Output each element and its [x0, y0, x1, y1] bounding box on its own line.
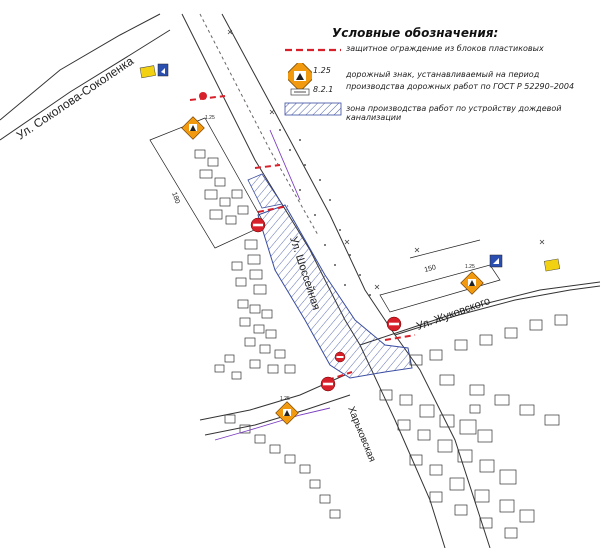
- dimension-frame-west: [149, 117, 266, 249]
- work-zone-strip: [247, 173, 283, 209]
- cross-marks: [227, 29, 545, 290]
- legend-zone-text: зона производства работ по устройству до…: [346, 104, 562, 122]
- street-label-zhukovskogo: Ул. Жуковского: [415, 295, 492, 333]
- legend-sign-code-top: 1.25: [313, 66, 331, 75]
- roadwork-sign-3-icon: [275, 401, 299, 425]
- roadwork-sign-2-icon: [460, 271, 484, 295]
- legend-zone-icon: [284, 102, 342, 116]
- no-entry-sign-1-icon: [250, 217, 266, 233]
- utility-lines: [214, 129, 331, 441]
- roadwork-sign-1-label: 1.25: [205, 115, 215, 121]
- work-zone-area: [257, 204, 413, 379]
- roadwork-sign-2-label: 1.25: [465, 264, 475, 270]
- dimension-frame-east: [379, 239, 501, 313]
- roadwork-sign-1-icon: [181, 116, 205, 140]
- legend-barrier-icon: [285, 48, 341, 52]
- buildings-south-east: [379, 374, 560, 539]
- legend-sign-text: дорожный знак, устанавливаемый на период…: [346, 70, 575, 91]
- roadwork-sign-3-label: 1.25: [280, 396, 290, 402]
- dimension-label-180: 180: [170, 191, 181, 204]
- no-entry-sign-3-icon: [320, 376, 336, 392]
- buildings-west: [194, 149, 296, 380]
- no-entry-sign-2-icon: [386, 316, 402, 332]
- info-sign-ne-icon: [489, 254, 561, 272]
- street-label-sokolova: Ул. Соколова-Соколенка: [14, 54, 136, 143]
- info-sign-nw-icon: [139, 63, 169, 79]
- street-label-kharkovskaya: Харьковская: [345, 405, 377, 464]
- legend-sign-code-bottom: 8.2.1: [313, 85, 334, 94]
- no-entry-sign-4-icon: [334, 351, 346, 363]
- tree-marks: [279, 129, 371, 296]
- small-red-sign-icon: [199, 92, 207, 100]
- legend-barrier-text: защитное ограждение из блоков пластиковы…: [346, 44, 544, 53]
- buildings-east: [409, 314, 568, 366]
- legend-sign-icon: [288, 63, 312, 96]
- buildings-south-west: [224, 414, 341, 519]
- dimension-label-150: 150: [424, 264, 437, 274]
- legend-title: Условные обозначения:: [332, 26, 499, 40]
